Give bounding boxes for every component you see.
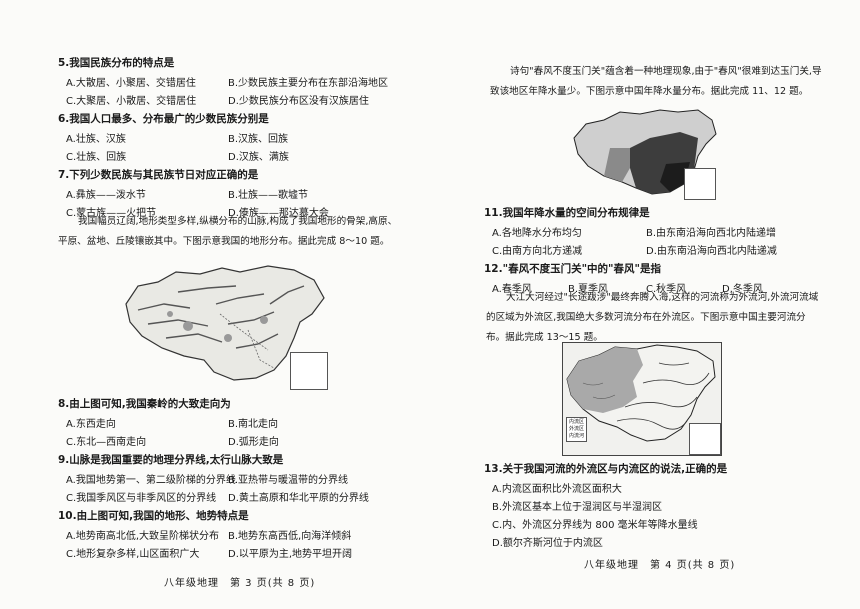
q6-option-d: D.汉族、满族 [228,152,289,163]
south-china-sea-inset [290,352,328,390]
q5-option-b: B.少数民族主要分布在东部沿海地区 [228,78,389,89]
q8-option-d: D.弧形走向 [228,437,279,448]
q13-stem: 13.关于我国河流的外流区与内流区的说法,正确的是 [484,463,728,475]
intro-precipitation: 诗句"春风不度玉门关"蕴含着一种地理现象,由于"春风"很难到达玉门关,导致该地区… [490,66,822,97]
q9-option-c: C.我国季风区与非季风区的分界线 [66,493,217,504]
south-china-sea-inset [689,423,721,455]
q13-option-c: C.内、外流区分界线为 800 毫米年等降水量线 [492,520,698,531]
q7-option-c: C.蒙古族——火把节 [66,208,157,219]
q12-option-a: A.春季风 [492,284,532,295]
q5-option-d: D.少数民族分布区没有汉族居住 [228,96,369,107]
legend-inland-river: 内流河 [569,433,585,439]
q9-option-d: D.黄土高原和华北平原的分界线 [228,493,369,504]
q11-option-c: C.由南方向北方递减 [492,246,583,257]
q12-option-d: D.冬季风 [722,284,763,295]
legend-outflow-area: 外流区 [569,426,585,432]
q11-stem: 11.我国年降水量的空间分布规律是 [484,207,650,219]
q6-stem: 6.我国人口最多、分布最广的少数民族分别是 [58,113,269,125]
river-map: 内流区 外流区 内流河 [562,342,722,456]
q8-option-a: A.东西走向 [66,419,116,430]
q10-option-b: B.地势东高西低,向海洋倾斜 [228,531,352,542]
q5-option-a: A.大散居、小聚居、交错居住 [66,78,196,89]
river-map-legend: 内流区 外流区 内流河 [566,417,588,442]
precipitation-map [570,108,720,200]
legend-inland-area: 内流区 [569,419,585,425]
q13-option-d: D.额尔齐斯河位于内流区 [492,538,603,549]
q7-option-a: A.彝族——泼水节 [66,190,146,201]
south-china-sea-inset [684,168,716,200]
q10-option-a: A.地势南高北低,大致呈阶梯状分布 [66,531,220,542]
page-footer: 八年级地理 第 4 页(共 8 页) [584,560,736,571]
q9-stem: 9.山脉是我国重要的地理分界线,太行山脉大致是 [58,454,284,466]
intro-terrain: 我国幅员辽阔,地形类型多样,纵横分布的山脉,构成了我国地形的骨架,高原、平原、盆… [58,216,398,247]
page-3: 5.我国民族分布的特点是 A.大散居、小聚居、交错居住 B.少数民族主要分布在东… [58,57,398,589]
page-4: 诗句"春风不度玉门关"蕴含着一种地理现象,由于"春风"很难到达玉门关,导致该地区… [430,0,860,609]
q10-option-c: C.地形复杂多样,山区面积广大 [66,549,200,560]
q10-stem: 10.由上图可知,我国的地形、地势特点是 [58,510,249,522]
q9-option-b: B.亚热带与暖温带的分界线 [228,475,349,486]
intro-rivers: 大江大河经过"长途跋涉"最终奔腾入海,这样的河流称为外流河,外流河流域的区域为外… [486,292,819,343]
q7-stem: 7.下列少数民族与其民族节日对应正确的是 [58,169,259,181]
q8-option-c: C.东北—西南走向 [66,437,147,448]
q7-option-b: B.壮族——歌墟节 [228,190,309,201]
q10-option-d: D.以平原为主,地势平坦开阔 [228,549,353,560]
q8-option-b: B.南北走向 [228,419,279,430]
q13-option-b: B.外流区基本上位于湿润区与半湿润区 [492,502,663,513]
q13-option-a: A.内流区面积比外流区面积大 [492,484,622,495]
terrain-map [118,264,340,390]
q6-option-b: B.汉族、回族 [228,134,289,145]
q5-option-c: C.大聚居、小散居、交错居住 [66,96,197,107]
q6-option-a: A.壮族、汉族 [66,134,126,145]
q11-option-a: A.各地降水分布均匀 [492,228,582,239]
q12-stem: 12."春风不度玉门关"中的"春风"是指 [484,263,661,275]
q8-stem: 8.由上图可知,我国秦岭的大致走向为 [58,398,231,410]
q6-option-c: C.壮族、回族 [66,152,127,163]
page-footer: 八年级地理 第 3 页(共 8 页) [164,578,316,589]
q9-option-a: A.我国地势第一、第二级阶梯的分界线 [66,475,236,486]
q12-option-b: B.夏季风 [568,284,609,295]
q12-option-c: C.秋季风 [646,284,687,295]
q5-stem: 5.我国民族分布的特点是 [58,57,175,69]
q7-option-d: D.傣族——那达慕大会 [228,208,329,219]
q11-option-d: D.由东南沿海向西北内陆递减 [646,246,777,257]
q11-option-b: B.由东南沿海向西北内陆递增 [646,228,777,239]
